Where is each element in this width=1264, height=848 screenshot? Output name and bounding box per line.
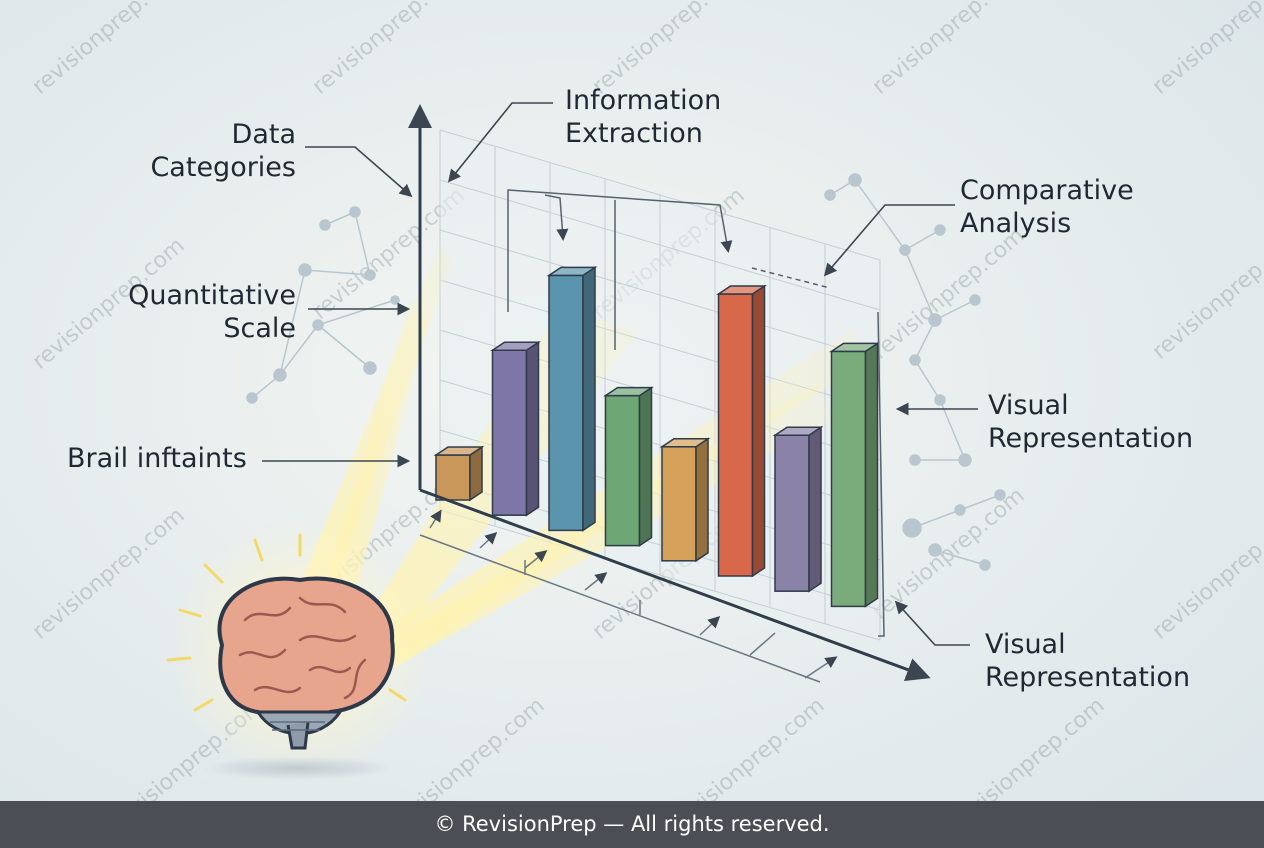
label-comparative-analysis: Comparative Analysis [960,175,1134,239]
bar-1 [433,445,485,502]
brain-illustration [166,520,430,780]
network-decoration [246,173,1006,571]
bar-6 [716,284,767,578]
label-quantitative-scale: Quantitative Scale [128,280,296,344]
axes [408,104,931,682]
copyright-footer: © RevisionPrep — All rights reserved. [0,801,1264,848]
bar-3 [546,265,598,532]
bar-5 [659,437,711,563]
bar-series [433,265,880,608]
label-visual-representation-1: Visual Representation [988,390,1194,454]
bar-2 [490,340,541,517]
leader-data-categories [305,146,413,198]
comparison-connectors [507,189,885,637]
bar-7 [772,425,824,593]
label-information-extraction: Information Extraction [565,85,722,149]
bar-4 [603,386,654,548]
bar-8 [829,341,880,608]
leader-information-extraction [447,102,553,183]
label-leaders [262,102,978,646]
label-data-categories: Data Categories [150,119,296,183]
floor-arrows [419,509,838,683]
leader-comparative-analysis [823,204,955,277]
x-axis [419,488,931,682]
label-brain-inputs: Brail inftaints [67,443,247,474]
leader-visual-representation-2 [894,600,970,646]
label-visual-representation-2: Visual Representation [985,629,1191,693]
